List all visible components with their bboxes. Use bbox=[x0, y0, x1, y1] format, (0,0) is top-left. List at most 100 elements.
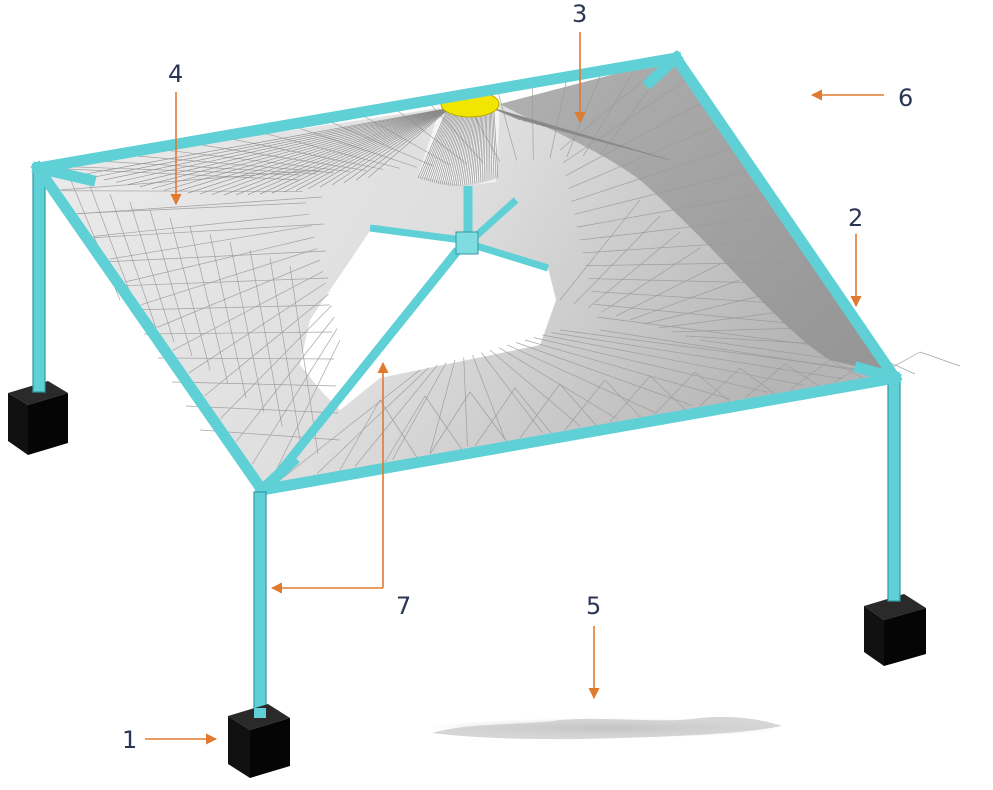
cone-spoke bbox=[419, 111, 448, 179]
mesh-edge bbox=[516, 342, 693, 407]
cone-spoke bbox=[331, 107, 451, 186]
cone-spoke bbox=[475, 111, 482, 185]
mesh-edge bbox=[267, 339, 341, 488]
mesh-edge bbox=[615, 263, 721, 317]
mesh-edge bbox=[694, 371, 736, 407]
cone-spoke bbox=[127, 107, 451, 185]
cone-spoke bbox=[421, 111, 449, 180]
mesh-edge bbox=[671, 327, 801, 333]
cone-spoke bbox=[437, 111, 459, 184]
mesh-edge bbox=[141, 248, 318, 306]
mesh-edge bbox=[594, 303, 856, 331]
mesh-edge bbox=[187, 142, 367, 171]
cone-spoke bbox=[490, 111, 493, 180]
cone-spoke bbox=[259, 107, 451, 195]
cone-spoke bbox=[307, 107, 451, 190]
mesh-edge bbox=[317, 367, 429, 474]
mesh-edge bbox=[185, 405, 339, 414]
mesh-edge bbox=[564, 379, 606, 431]
mesh-edge bbox=[73, 196, 323, 215]
cone-spoke bbox=[223, 107, 451, 196]
mesh-edge bbox=[229, 241, 265, 413]
cone-spoke bbox=[79, 107, 451, 176]
callout-label-7: 7 bbox=[396, 592, 411, 620]
cone-spoke bbox=[151, 107, 451, 189]
cone-spoke bbox=[457, 111, 471, 187]
mesh-edge bbox=[699, 367, 741, 407]
mesh-edge bbox=[279, 369, 421, 481]
mesh-edge bbox=[204, 294, 329, 397]
cone-spoke bbox=[425, 111, 452, 181]
mesh-edge bbox=[157, 357, 335, 360]
mesh-edge bbox=[739, 367, 781, 399]
mesh-edge bbox=[101, 250, 327, 263]
cone-spoke bbox=[491, 107, 671, 161]
callout-label-5: 5 bbox=[586, 592, 601, 620]
cone-spoke bbox=[473, 111, 480, 185]
mesh-edge bbox=[549, 79, 568, 159]
cone-spoke bbox=[283, 107, 451, 193]
cone-spoke bbox=[175, 107, 451, 193]
cone-spoke bbox=[483, 111, 486, 183]
mesh-edge bbox=[565, 102, 702, 177]
cone-spoke bbox=[485, 111, 488, 182]
mesh-edge bbox=[498, 347, 618, 420]
mesh-edge bbox=[542, 334, 806, 386]
cone-spoke bbox=[343, 107, 451, 183]
cone-spoke bbox=[431, 111, 455, 183]
cone-spoke bbox=[441, 111, 461, 185]
cone-spoke bbox=[211, 107, 451, 195]
cone-spokes bbox=[79, 107, 671, 196]
mesh-edge bbox=[573, 215, 661, 305]
mesh-edge bbox=[643, 295, 761, 325]
cone-spoke bbox=[477, 111, 483, 184]
mesh-edge bbox=[609, 375, 651, 423]
cone-spoke bbox=[91, 107, 451, 178]
cone-spoke bbox=[271, 107, 451, 194]
cone-spoke bbox=[445, 111, 464, 186]
footing-back-left bbox=[8, 381, 68, 455]
callout-labels: 1 2 3 4 5 6 7 bbox=[122, 0, 913, 754]
mesh-edge bbox=[629, 279, 741, 321]
cone-spoke bbox=[295, 107, 451, 191]
mesh-edge bbox=[220, 305, 332, 419]
mesh-edge bbox=[171, 381, 337, 387]
mesh-edge bbox=[59, 169, 321, 191]
cone-spoke bbox=[451, 111, 467, 186]
mesh-edge bbox=[649, 375, 691, 415]
cone-spoke bbox=[455, 111, 470, 187]
mesh-edge bbox=[249, 249, 283, 427]
mesh-edge bbox=[269, 257, 301, 441]
cone-spoke bbox=[139, 107, 451, 187]
cone-spoke bbox=[492, 111, 497, 179]
cone-spoke bbox=[453, 111, 468, 186]
mesh-edge bbox=[236, 316, 335, 442]
mesh-edge bbox=[571, 148, 732, 202]
callout-arrows bbox=[145, 32, 884, 745]
cone-spoke bbox=[491, 111, 495, 180]
cone-spoke bbox=[235, 107, 451, 196]
mesh-edge bbox=[601, 247, 701, 313]
mesh-edge bbox=[424, 395, 466, 455]
cone-spoke bbox=[417, 111, 447, 179]
cone-spoke bbox=[429, 111, 454, 182]
cone-spoke bbox=[435, 111, 458, 184]
mesh-edge bbox=[115, 277, 329, 287]
cone-spoke bbox=[493, 111, 499, 179]
cone-spoke bbox=[367, 107, 451, 179]
mesh-edge bbox=[582, 238, 794, 254]
cone-spoke bbox=[433, 111, 456, 183]
cone-spoke bbox=[465, 111, 476, 186]
cone-spoke bbox=[187, 107, 451, 194]
cone-spoke bbox=[443, 111, 462, 185]
mesh-edge bbox=[169, 217, 211, 371]
mesh-edge bbox=[559, 383, 601, 431]
mesh-edge bbox=[562, 80, 686, 164]
mesh-edge bbox=[685, 335, 821, 345]
mesh-edge bbox=[654, 371, 696, 415]
mesh-edge bbox=[524, 339, 731, 400]
mesh-edge bbox=[149, 209, 193, 357]
mesh-edge bbox=[919, 351, 961, 367]
cone-spoke bbox=[115, 107, 451, 183]
